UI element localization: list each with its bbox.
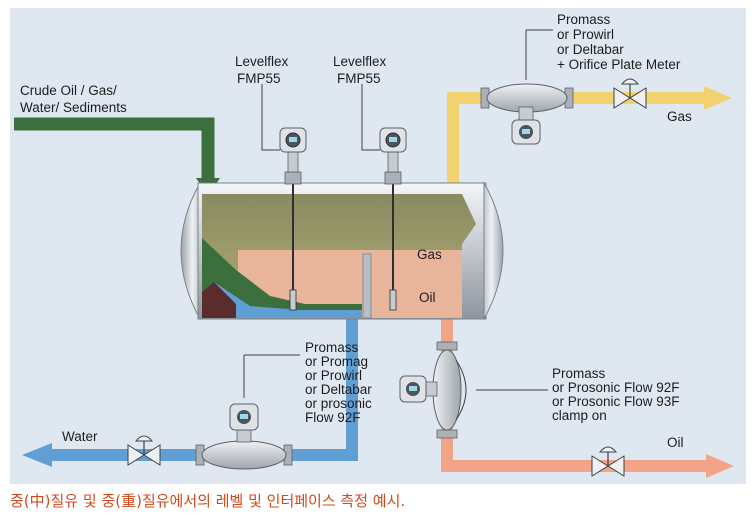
levelflex-left-leader	[261, 84, 280, 151]
inlet-label-line-1: Crude Oil / Gas/	[20, 83, 117, 98]
levelflex-transmitter-left	[279, 127, 307, 185]
levelflex-right-label-line-2: FMP55	[337, 71, 381, 86]
gas-meter-label-line-2: or Prowirl	[557, 27, 614, 42]
gas-meter-label-line-3: or Deltabar	[557, 42, 624, 57]
oil-arrow	[706, 454, 734, 478]
water-meter-label-line-2: or Promag	[305, 354, 368, 369]
water-meter-label-line-4: or Deltabar	[305, 382, 372, 397]
inlet-pipe	[14, 117, 215, 182]
gas-meter-label-line-1: Promass	[557, 12, 611, 27]
water-valve	[127, 435, 161, 466]
probe-weight-left	[289, 289, 297, 311]
water-meter-label-line-3: or Prowirl	[305, 368, 362, 383]
oil-meter-leader	[455, 359, 467, 421]
water-flowmeter	[195, 403, 293, 470]
emulsion-zone	[202, 238, 362, 318]
figure-caption: 중(中)질유 및 중(重)질유에서의 레벨 및 인터페이스 측정 예시.	[10, 492, 406, 510]
water-arrow	[22, 443, 52, 467]
tank-oil-label: Oil	[419, 290, 436, 305]
levelflex-left-label-line-1: Levelflex	[235, 54, 289, 69]
probe-weight-right	[389, 289, 397, 311]
weir-plate	[362, 253, 372, 319]
gas-outlet-label: Gas	[667, 109, 692, 124]
oil-meter-label-line-1: Promass	[552, 366, 606, 381]
tank-gas-label: Gas	[417, 247, 442, 262]
oil-valve	[591, 446, 625, 477]
oil-outlet-label: Oil	[667, 435, 684, 450]
water-zone	[202, 282, 362, 318]
levelflex-transmitter-right	[379, 127, 407, 185]
oil-meter-label-line-4: clamp on	[552, 408, 607, 423]
gas-meter-label-line-4: + Orifice Plate Meter	[557, 57, 681, 72]
oil-flowmeter	[399, 341, 462, 439]
oil-meter-label-line-3: or Prosonic Flow 93F	[552, 394, 680, 409]
gas-flowmeter	[480, 83, 574, 145]
sediment-zone	[202, 282, 236, 318]
water-meter-label-line-6: Flow 92F	[305, 410, 361, 425]
levelflex-left-label-line-2: FMP55	[237, 71, 281, 86]
separator-tank	[180, 176, 504, 320]
oil-meter-label-line-2: or Prosonic Flow 92F	[552, 380, 680, 395]
water-meter-label-line-5: or prosonic	[305, 396, 372, 411]
water-meter-label-line-1: Promass	[305, 340, 359, 355]
inlet-label-line-2: Water/ Sediments	[20, 100, 127, 115]
water-outlet-label: Water	[62, 429, 98, 444]
levelflex-right-leader	[361, 84, 380, 151]
gas-valve	[613, 78, 647, 109]
gas-arrow	[704, 86, 732, 110]
levelflex-right-label-line-1: Levelflex	[333, 54, 387, 69]
